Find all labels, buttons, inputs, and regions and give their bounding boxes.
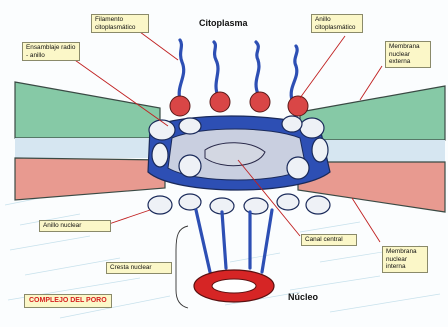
cytoplasmic-ring-subunits xyxy=(170,92,308,116)
cresta-bracket xyxy=(176,226,188,308)
label-central-channel: Canal central xyxy=(301,234,357,246)
nuclear-ring-lobes xyxy=(148,194,330,214)
diagram-title: COMPLEJO DEL PORO xyxy=(24,294,112,308)
label-inner-nuclear-membrane: Membrana nuclear interna xyxy=(382,246,428,273)
label-cytoplasm: Citoplasma xyxy=(199,18,248,28)
label-cytoplasmic-filament: Filamento citoplasmático xyxy=(91,14,149,33)
label-nuclear-ring: Anillo nuclear xyxy=(39,220,111,232)
label-cytoplasmic-ring: Anillo citoplasmático xyxy=(311,14,363,33)
label-spoke-ring-assembly: Ensamblaje radio - anillo xyxy=(22,42,80,61)
nuclear-basket-filaments xyxy=(196,210,272,272)
label-outer-nuclear-membrane: Membrana nuclear externa xyxy=(385,41,431,68)
basket-terminal-ring xyxy=(194,270,274,302)
label-nuclear-crest: Cresta nuclear xyxy=(106,262,172,274)
cytoplasmic-filaments xyxy=(179,40,297,100)
label-nucleus: Núcleo xyxy=(288,292,318,302)
